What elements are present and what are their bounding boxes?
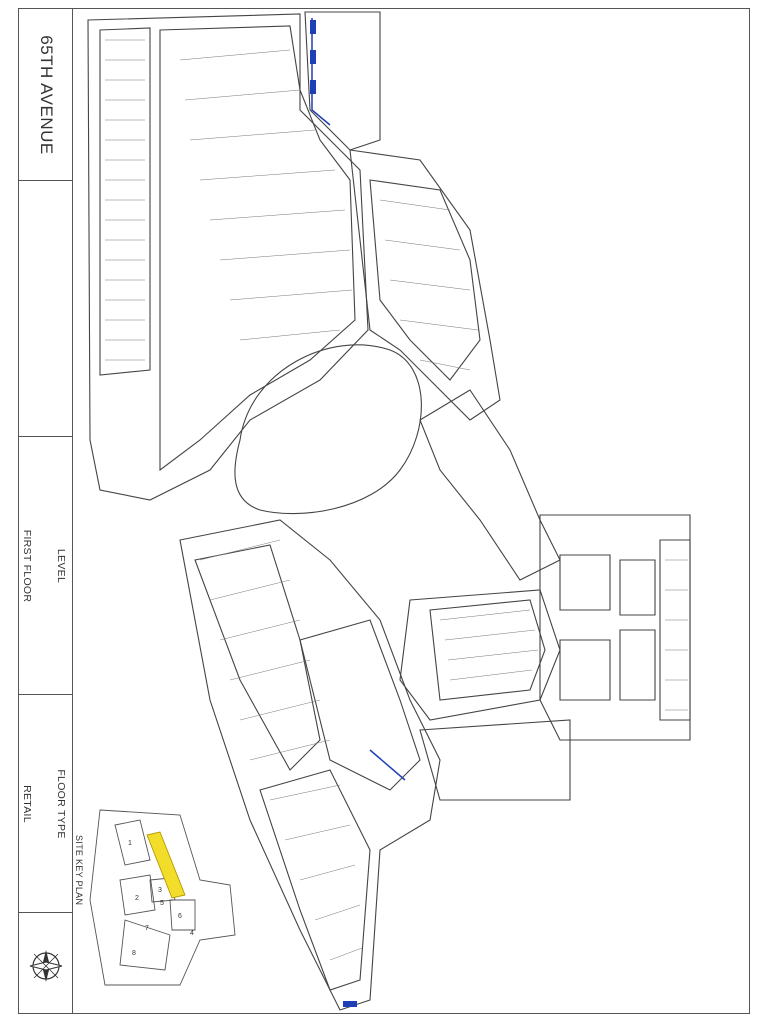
northeast-shops xyxy=(369,179,481,381)
key-plan-highlight xyxy=(146,831,186,899)
southeast-escalator-2 xyxy=(559,639,611,701)
west-wing-inner xyxy=(99,27,151,376)
southeast-block-outline xyxy=(539,514,691,741)
compass-cell xyxy=(19,913,72,1015)
key-plan-number: 5 xyxy=(160,900,164,907)
southeast-atrium-1 xyxy=(619,559,656,616)
blue-store-tag xyxy=(310,20,316,34)
blue-store-tag xyxy=(310,80,316,94)
title-block: 65TH AVENUE LEVEL FIRST FLOOR FLOOR TYPE… xyxy=(19,9,73,1013)
west-wing-outline xyxy=(87,13,369,501)
south-service-block xyxy=(419,719,571,801)
central-cross-wing xyxy=(399,589,561,721)
northeast-wing-outline xyxy=(349,149,501,421)
level-cell: LEVEL FIRST FLOOR xyxy=(19,437,72,695)
key-plan-number: 8 xyxy=(132,950,136,957)
east-wing-outline xyxy=(419,389,561,581)
north-block-outline xyxy=(304,11,381,151)
southwest-shops-c xyxy=(259,769,371,991)
southeast-escalator-1 xyxy=(559,554,611,611)
southeast-shops xyxy=(659,539,691,721)
floor-type-cell: FLOOR TYPE RETAIL xyxy=(19,695,72,913)
site-key-plan xyxy=(89,809,236,986)
central-atrium xyxy=(234,344,422,515)
southwest-blue-stores xyxy=(369,749,406,781)
project-title-cell: 65TH AVENUE xyxy=(19,9,72,181)
drawing-sheet: 65TH AVENUE LEVEL FIRST FLOOR FLOOR TYPE… xyxy=(18,8,750,1014)
blue-store-tag xyxy=(310,50,316,64)
blank-cell xyxy=(19,181,72,437)
key-plan-number: 6 xyxy=(178,913,182,920)
key-plan-title: SITE KEY PLAN xyxy=(74,835,84,906)
central-cross-shops xyxy=(429,599,546,701)
southwest-wing-outline xyxy=(179,519,441,1011)
north-arrow-icon xyxy=(29,950,63,982)
blue-store-tag xyxy=(343,1001,357,1007)
southwest-shops-b xyxy=(299,619,421,791)
southwest-shops-a xyxy=(194,544,321,771)
key-plan-number: 7 xyxy=(145,925,149,932)
key-plan-number: 2 xyxy=(135,895,139,902)
southeast-atrium-2 xyxy=(619,629,656,701)
north-blue-stores xyxy=(311,18,331,126)
west-wing-shops xyxy=(159,25,356,472)
key-plan-number: 1 xyxy=(128,840,132,847)
key-plan-number: 3 xyxy=(158,887,162,894)
key-plan-number: 4 xyxy=(190,930,194,937)
